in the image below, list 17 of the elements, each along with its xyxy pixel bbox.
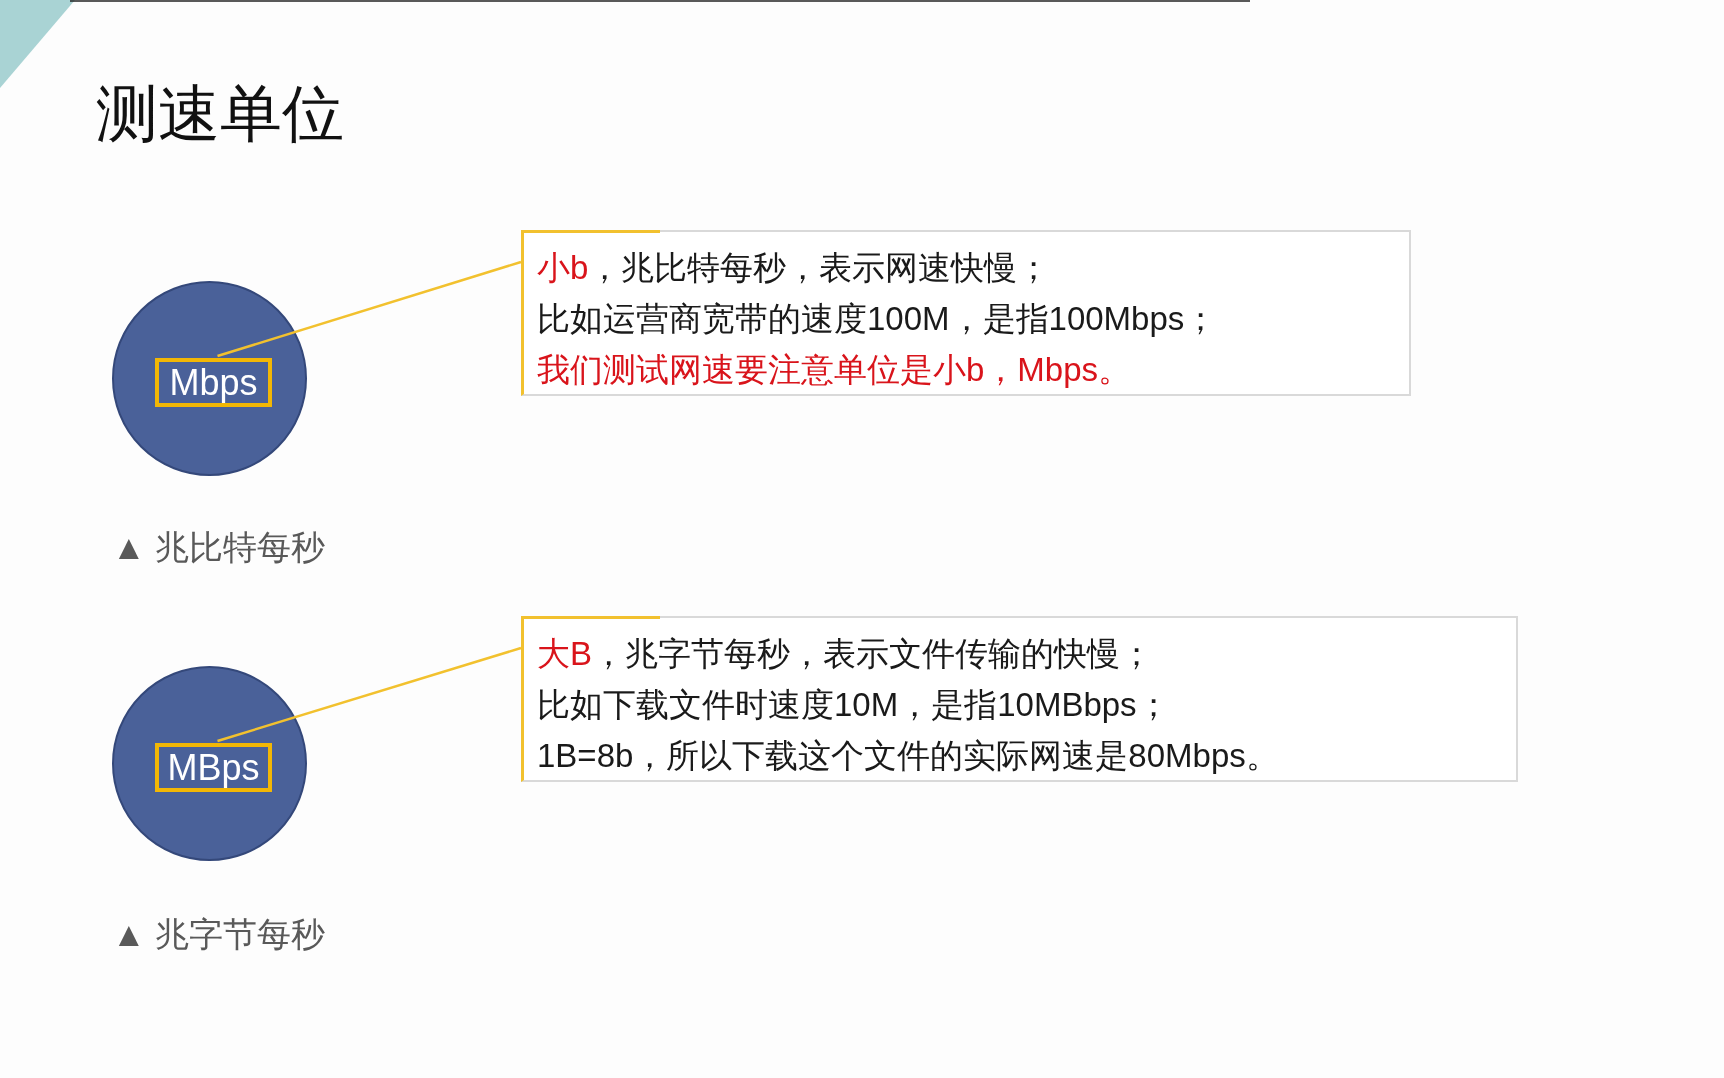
connector-line: [217, 646, 522, 743]
node-label: ▲ 兆字节每秒: [112, 914, 326, 955]
callout-box: [521, 230, 1411, 396]
callout-text: 1B=8b，所以下载这个文件的实际网速是80Mbps。: [537, 736, 1280, 776]
callout-text: 比如运营商宽带的速度100M，是指100Mbps；: [537, 299, 1219, 339]
highlight-term: 大B: [537, 635, 592, 672]
unit-label: Mbps: [155, 358, 272, 407]
connector-line: [217, 260, 522, 358]
node-label: ▲ 兆比特每秒: [112, 527, 326, 568]
highlight-term: 小b: [537, 249, 589, 286]
slide-title: 测速单位: [96, 78, 344, 150]
unit-label: MBps: [155, 743, 272, 792]
callout-text: 我们测试网速要注意单位是小b，Mbps。: [537, 350, 1133, 390]
callout-box: [521, 616, 1518, 782]
callout-text: 比如下载文件时速度10M，是指10MBbps；: [537, 685, 1171, 725]
callout-text: ，兆比特每秒，表示网速快慢；: [588, 249, 1051, 286]
callout-text: ，兆字节每秒，表示文件传输的快慢；: [592, 635, 1153, 672]
